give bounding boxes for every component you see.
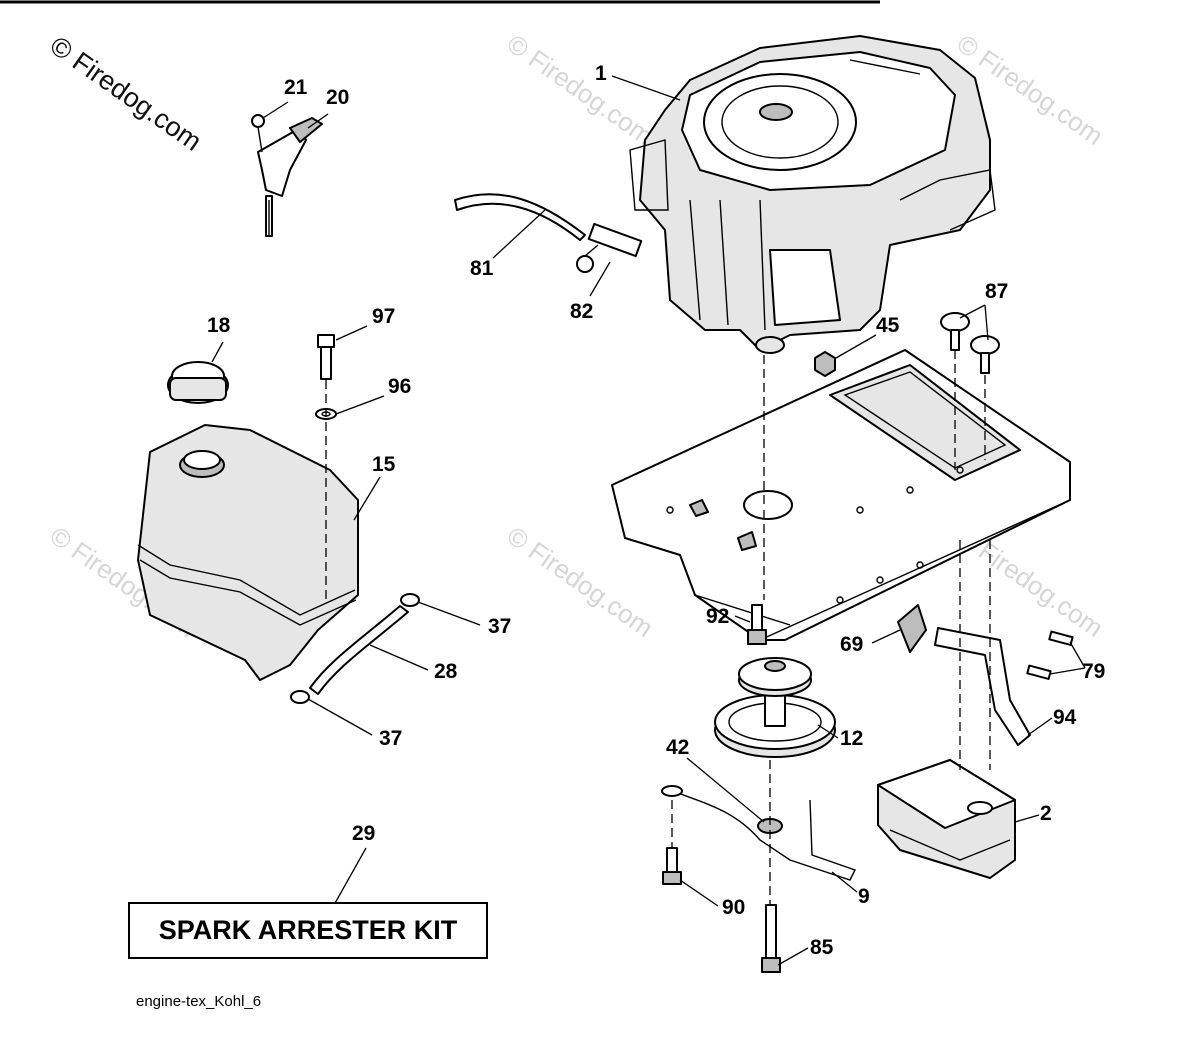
- fuel-line-part: [454, 193, 586, 241]
- pulley-12-part: [714, 657, 836, 758]
- screw-79-part: [1026, 630, 1074, 680]
- diagram-file-name: engine-tex_Kohl_6: [136, 993, 261, 1010]
- fuel-tank-part: [137, 424, 359, 681]
- exhaust-pipe-part: [934, 627, 1031, 746]
- assembly-lines: [325, 350, 991, 905]
- gasket-69-part: [897, 604, 927, 653]
- callout-15: 15: [372, 453, 396, 476]
- callout-42: 42: [666, 736, 689, 759]
- clamp-37b-part: [290, 690, 310, 704]
- callout-21: 21: [284, 76, 308, 99]
- callout-labels: 1 21 20 81 82 87 45 18 97 96 15 37 28 37…: [207, 62, 1105, 959]
- callout-29: 29: [352, 822, 375, 845]
- watermark-top-center: © Firedog.com: [502, 28, 659, 151]
- watermark-top-left: © Firedog.com: [45, 30, 208, 156]
- callout-9: 9: [858, 885, 870, 908]
- callout-90: 90: [722, 896, 745, 919]
- bolt-87-part: [940, 312, 1000, 374]
- callout-85: 85: [810, 936, 834, 959]
- callout-81: 81: [470, 257, 494, 280]
- callout-96: 96: [388, 375, 411, 398]
- bolt-92-part: [747, 604, 767, 645]
- callout-82: 82: [570, 300, 593, 323]
- callout-87: 87: [985, 280, 1008, 303]
- mower-frame-part: [611, 349, 1071, 641]
- callout-18: 18: [207, 314, 231, 337]
- callout-12: 12: [840, 727, 863, 750]
- spark-arrester-kit-box: SPARK ARRESTER KIT: [128, 902, 488, 959]
- callout-37-lower: 37: [379, 727, 402, 750]
- hose-28-part: [309, 605, 409, 695]
- fuel-cap-part: [167, 361, 229, 404]
- throttle-control-part: [251, 114, 323, 237]
- engine-part: [629, 35, 996, 354]
- callout-28: 28: [434, 660, 458, 683]
- clamp-37a-part: [400, 593, 420, 607]
- callout-1: 1: [595, 62, 607, 85]
- rod-9-part: [661, 785, 856, 881]
- callout-92: 92: [706, 605, 729, 628]
- bolt-90-part: [662, 847, 682, 885]
- callout-69: 69: [840, 633, 863, 656]
- callout-94: 94: [1053, 706, 1077, 729]
- nut-45-part: [814, 351, 836, 377]
- bolt-85-part: [761, 904, 781, 973]
- muffler-part: [877, 759, 1016, 879]
- callout-37-upper: 37: [488, 615, 511, 638]
- bolt-97-part: [317, 334, 335, 380]
- callout-20: 20: [326, 86, 349, 109]
- callout-2: 2: [1040, 802, 1052, 825]
- shutoff-valve-part: [576, 222, 643, 273]
- kit-box-label: SPARK ARRESTER KIT: [159, 915, 458, 945]
- leader-lines: [211, 75, 1086, 966]
- callout-45: 45: [876, 314, 900, 337]
- callout-79: 79: [1082, 660, 1105, 683]
- kit-box-frame: [128, 902, 488, 959]
- callout-97: 97: [372, 305, 395, 328]
